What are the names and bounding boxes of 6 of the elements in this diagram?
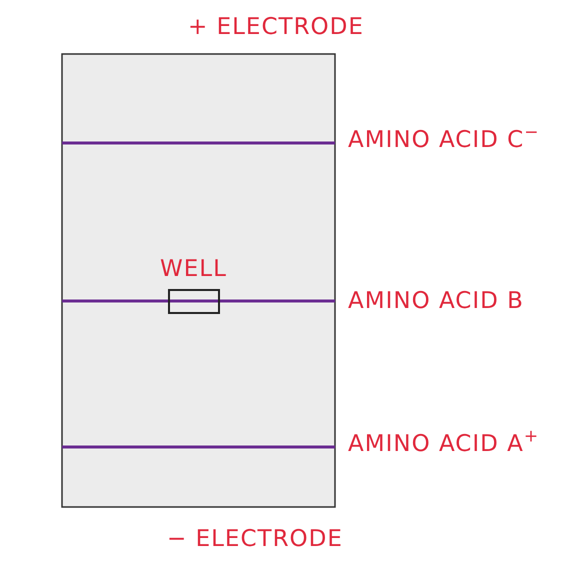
electrode-label: − ELECTRODE xyxy=(167,528,343,551)
band-label: AMINO ACID C$^{−}$ xyxy=(348,129,540,152)
band-label: AMINO ACID A$^{+}$ xyxy=(348,433,540,456)
band-label: AMINO ACID B xyxy=(348,290,524,313)
electrode-label: + ELECTRODE xyxy=(188,16,364,39)
well-label: WELL xyxy=(160,258,227,281)
